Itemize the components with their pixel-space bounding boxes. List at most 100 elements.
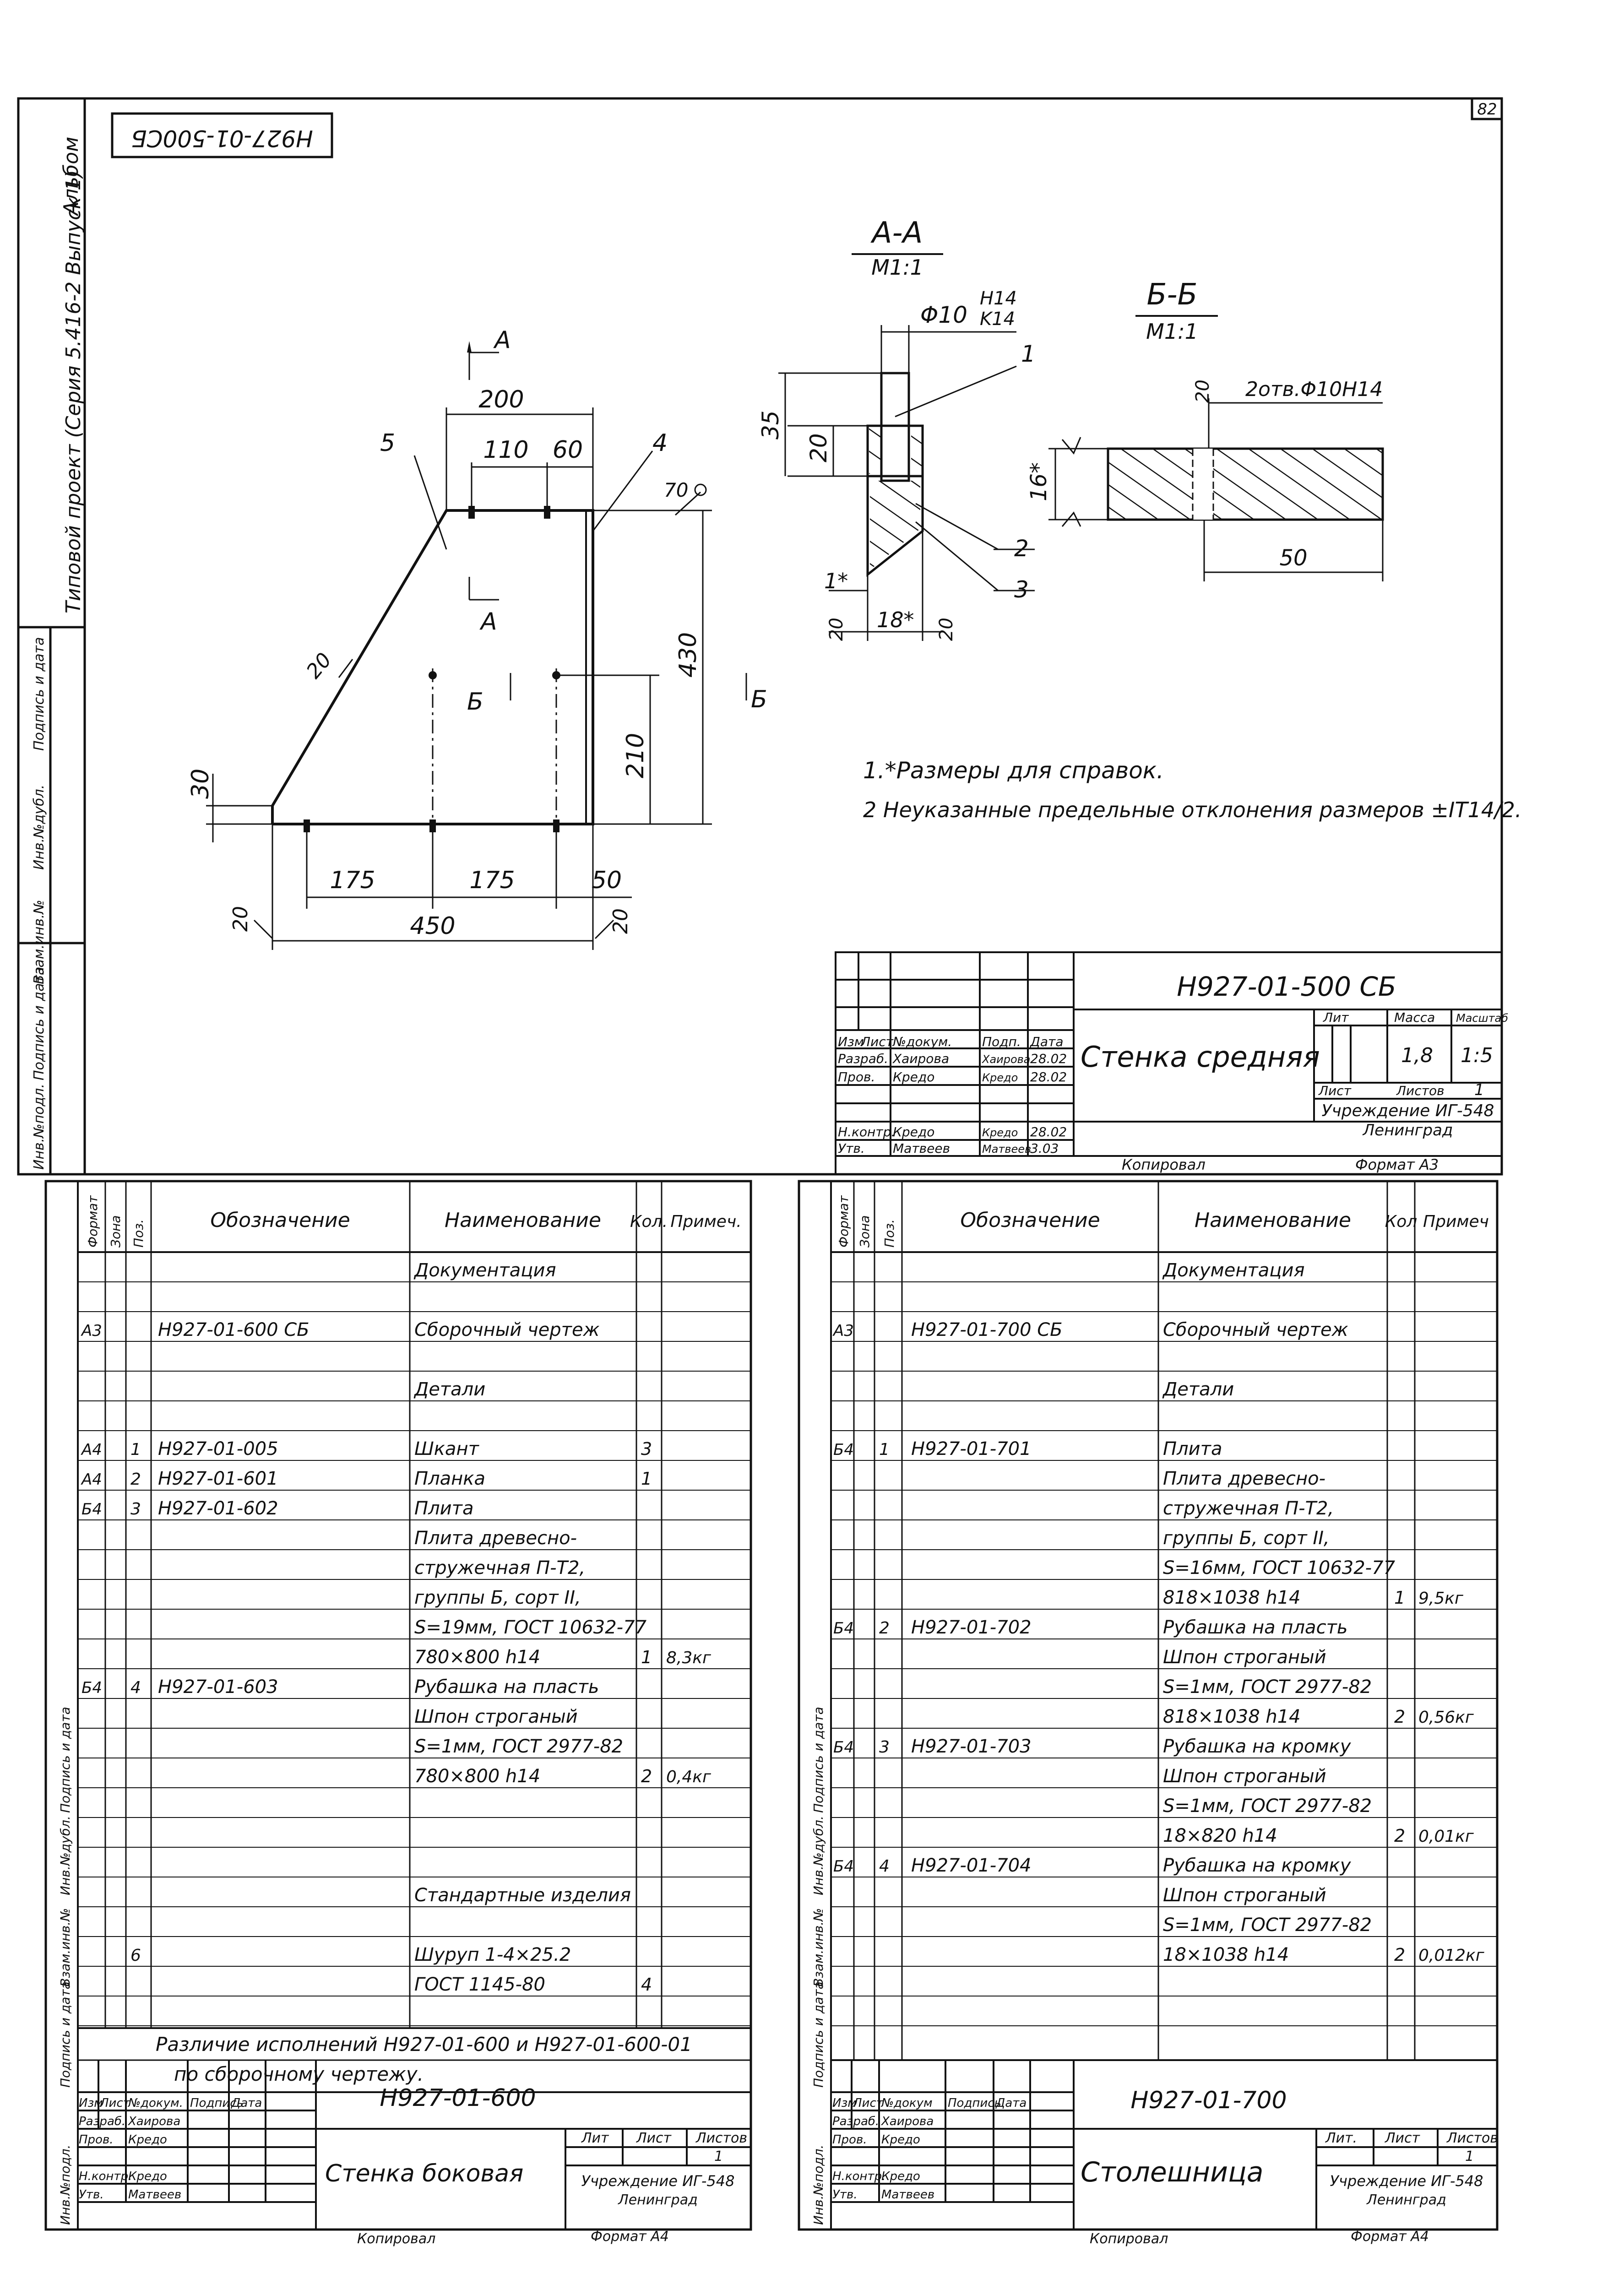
- view-label-a-top: А: [493, 326, 511, 354]
- tb-name-3: Матвеев: [893, 1141, 950, 1156]
- phi-k14: K14: [980, 309, 1015, 330]
- tb-code: H927-01-500 СБ: [1177, 971, 1396, 1002]
- spec-right-copied: Копировал: [1090, 2231, 1168, 2247]
- tb-sign-0: Хаирова: [981, 1053, 1031, 1066]
- spec-left-listov: Листов: [695, 2130, 747, 2146]
- tb-org1: Учреждение ИГ-548: [1322, 1101, 1494, 1120]
- table-cell-n: Шпон строганый: [1163, 1766, 1326, 1787]
- project-label: Типовой проект (Серия 5.416-2 Выпуск 1): [62, 170, 85, 613]
- spec-right-role-2: Н.контр.: [832, 2170, 885, 2183]
- table-cell-n: S=19мм, ГОСТ 10632-77: [414, 1617, 647, 1638]
- table-cell-n: Детали: [1162, 1379, 1234, 1400]
- view-label-a-mid: А: [479, 608, 497, 635]
- table-cell-p: 2: [879, 1619, 890, 1638]
- table-cell-n: Сборочный чертеж: [414, 1319, 600, 1340]
- spec-left-frame: [44, 1180, 752, 2231]
- tb-role-0: Разраб.: [838, 1051, 888, 1066]
- angle-70: 70: [664, 479, 688, 501]
- table-cell-n: группы Б, сорт II,: [1163, 1528, 1330, 1549]
- table-cell-d: Н927-01-603: [158, 1676, 278, 1698]
- phi10: Φ10: [920, 302, 967, 328]
- spec-right-format: Формат А4: [1351, 2229, 1429, 2245]
- dowel-marks: [304, 341, 560, 832]
- table-cell-n: ГОСТ 1145-80: [414, 1974, 545, 1995]
- spec-left-grid: [78, 1181, 751, 2061]
- spec-right-hdr-format: Формат: [836, 1195, 851, 1248]
- table-cell-n: Документация: [1162, 1260, 1305, 1281]
- rough-20-e: 20: [936, 618, 957, 641]
- table-cell-d: Н927-01-600 СБ: [158, 1319, 310, 1340]
- spec-right-hdr-note: Примеч: [1423, 1212, 1489, 1231]
- spec-left-hdr-izm: Изм: [79, 2096, 103, 2110]
- note-1: 1.*Размеры для справок.: [863, 757, 1164, 784]
- table-cell-f: А4: [81, 1441, 102, 1459]
- top-sheet-frame: [17, 97, 1503, 1176]
- dim-60: 60: [553, 436, 583, 464]
- table-cell-q: 4: [641, 1975, 652, 1995]
- spec-right-role-3: Утв.: [832, 2188, 858, 2202]
- spec-left-hdr-ndok: №докум.: [127, 2096, 183, 2110]
- tb-copied: Копировал: [1122, 1156, 1206, 1173]
- table-cell-n: Плита: [1163, 1438, 1222, 1459]
- tb-org2: Ленинград: [1362, 1121, 1453, 1139]
- spec-left-code: Н927-01-600: [380, 2084, 536, 2112]
- spec-right-hdr-designation: Обозначение: [960, 1209, 1100, 1232]
- spec-right-grid: [831, 1181, 1497, 2061]
- table-cell-p: 3: [879, 1738, 890, 1757]
- spec-right-role-1: Пров.: [832, 2133, 867, 2147]
- spec-left-role-1: Пров.: [79, 2133, 114, 2147]
- tb-mass: 1,8: [1401, 1044, 1433, 1067]
- section-bb-geometry: [1107, 447, 1384, 521]
- dim-50: 50: [592, 867, 622, 894]
- spec-left-lit: Лит: [581, 2130, 609, 2146]
- side-label-inv-podl: Инв.№подл.: [31, 1084, 47, 1170]
- tb-sign-3: Матвеев: [982, 1143, 1031, 1156]
- spec-left-footer-1: Различие исполнений Н927-01-600 и Н927-0…: [156, 2033, 692, 2056]
- leader-4: 4: [652, 429, 668, 457]
- table-cell-n: стружечная П-Т2,: [1163, 1498, 1334, 1519]
- spec-right-frame: [798, 1180, 1499, 2231]
- tb-role-2: Н.контр.: [838, 1124, 895, 1139]
- table-cell-q: 1: [1394, 1588, 1405, 1608]
- note-2: 2 Неуказанные предельные отклонения разм…: [863, 798, 1522, 822]
- album-label: Альбом: [60, 137, 83, 217]
- side-label-podpis2: Подпись и дата: [31, 637, 47, 751]
- spec-left-role-0: Разраб.: [79, 2115, 125, 2128]
- table-cell-n: S=16мм, ГОСТ 10632-77: [1163, 1557, 1396, 1579]
- spec-right-lit: Лит.: [1325, 2130, 1357, 2146]
- spec-left-person-3: Матвеев: [128, 2188, 181, 2202]
- rough-20-b: 20: [229, 906, 252, 932]
- table-cell-q: 2: [1394, 1945, 1405, 1965]
- phi-h14: H14: [980, 288, 1017, 309]
- spec-right-hdr-izm: Изм: [832, 2096, 857, 2110]
- stamp-code-box: [111, 112, 333, 158]
- dim-110: 110: [483, 436, 528, 464]
- table-cell-n: Плита древесно-: [414, 1528, 577, 1549]
- spec-right-hdr-podp: Подпись: [948, 2096, 1001, 2110]
- dim-16-star: 16*: [1026, 462, 1052, 501]
- table-cell-q: 2: [641, 1766, 652, 1786]
- page-number: 82: [1477, 100, 1497, 119]
- spec-right-hdr-ndok: №докум: [880, 2096, 933, 2110]
- table-cell-r: 0,56кг: [1418, 1708, 1474, 1727]
- rough-20-d: 20: [826, 618, 847, 641]
- spec-left-format: Формат А4: [591, 2229, 669, 2245]
- tb-format: Формат А3: [1355, 1156, 1439, 1173]
- table-cell-n: стружечная П-Т2,: [414, 1557, 585, 1579]
- table-cell-n: Детали: [413, 1379, 485, 1400]
- tb-date-2: 28.02: [1030, 1124, 1067, 1139]
- tb-lit-label: Лит: [1323, 1010, 1349, 1025]
- spec-left-sheets: 1: [714, 2148, 723, 2165]
- bl-side-vzam: Взам.инв.№: [58, 1908, 73, 1987]
- tb-date-3: 3.03: [1030, 1141, 1059, 1156]
- section-bb-scale: М1:1: [1146, 319, 1198, 344]
- table-cell-n: 780×800 h14: [414, 1647, 540, 1668]
- page-number-box: [1471, 97, 1503, 120]
- spec-left-person-0: Хаирова: [127, 2115, 180, 2128]
- dim-50-b: 50: [1279, 545, 1307, 571]
- tb-name: Стенка средняя: [1081, 1040, 1320, 1074]
- view-label-b-left: Б: [467, 688, 483, 716]
- spec-right-hdr-name: Наименование: [1195, 1209, 1351, 1232]
- spec-left-list: Лист: [636, 2130, 672, 2146]
